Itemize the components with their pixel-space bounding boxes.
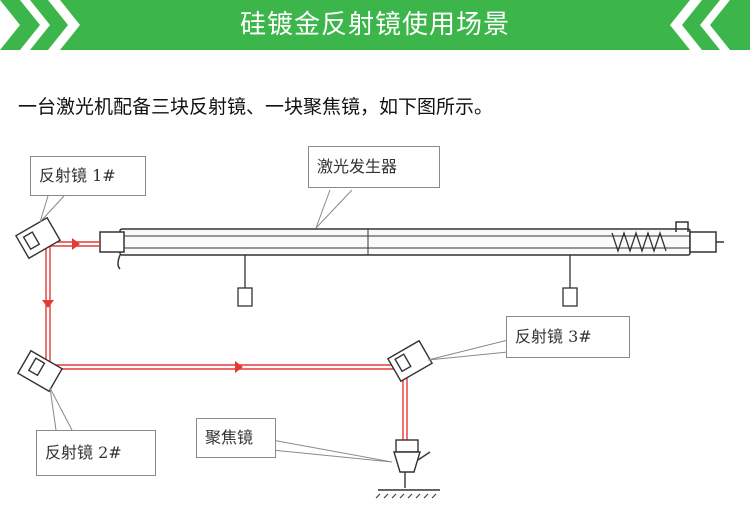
label-mirror-3: 反射镜 3# (506, 316, 630, 358)
mirror-3-icon (386, 339, 434, 383)
label-focus-lens: 聚焦镜 (196, 418, 276, 458)
focus-head-icon (393, 439, 431, 488)
chevron-decor-left (0, 0, 82, 50)
tube-supports (237, 255, 578, 307)
mirror-1-icon (14, 216, 62, 260)
banner-background (82, 0, 668, 50)
intro-text: 一台激光机配备三块反射镜、一块聚焦镜，如下图所示。 (18, 96, 494, 118)
label-mirror-1: 反射镜 1# (30, 156, 146, 196)
chevron-decor-right (668, 0, 750, 50)
workpiece (375, 489, 440, 499)
mirror-2-icon (16, 349, 64, 393)
callout-pointers (39, 189, 509, 463)
laser-tube (99, 221, 724, 270)
header-banner: 硅镀金反射镜使用场景 (0, 0, 750, 50)
banner-title: 硅镀金反射镜使用场景 (239, 10, 510, 40)
tube-coil (611, 230, 667, 254)
laser-beam (45, 241, 408, 440)
label-laser-generator: 激光发生器 (308, 146, 440, 188)
beam-arrows (42, 238, 243, 373)
label-mirror-2: 反射镜 2# (36, 430, 156, 476)
